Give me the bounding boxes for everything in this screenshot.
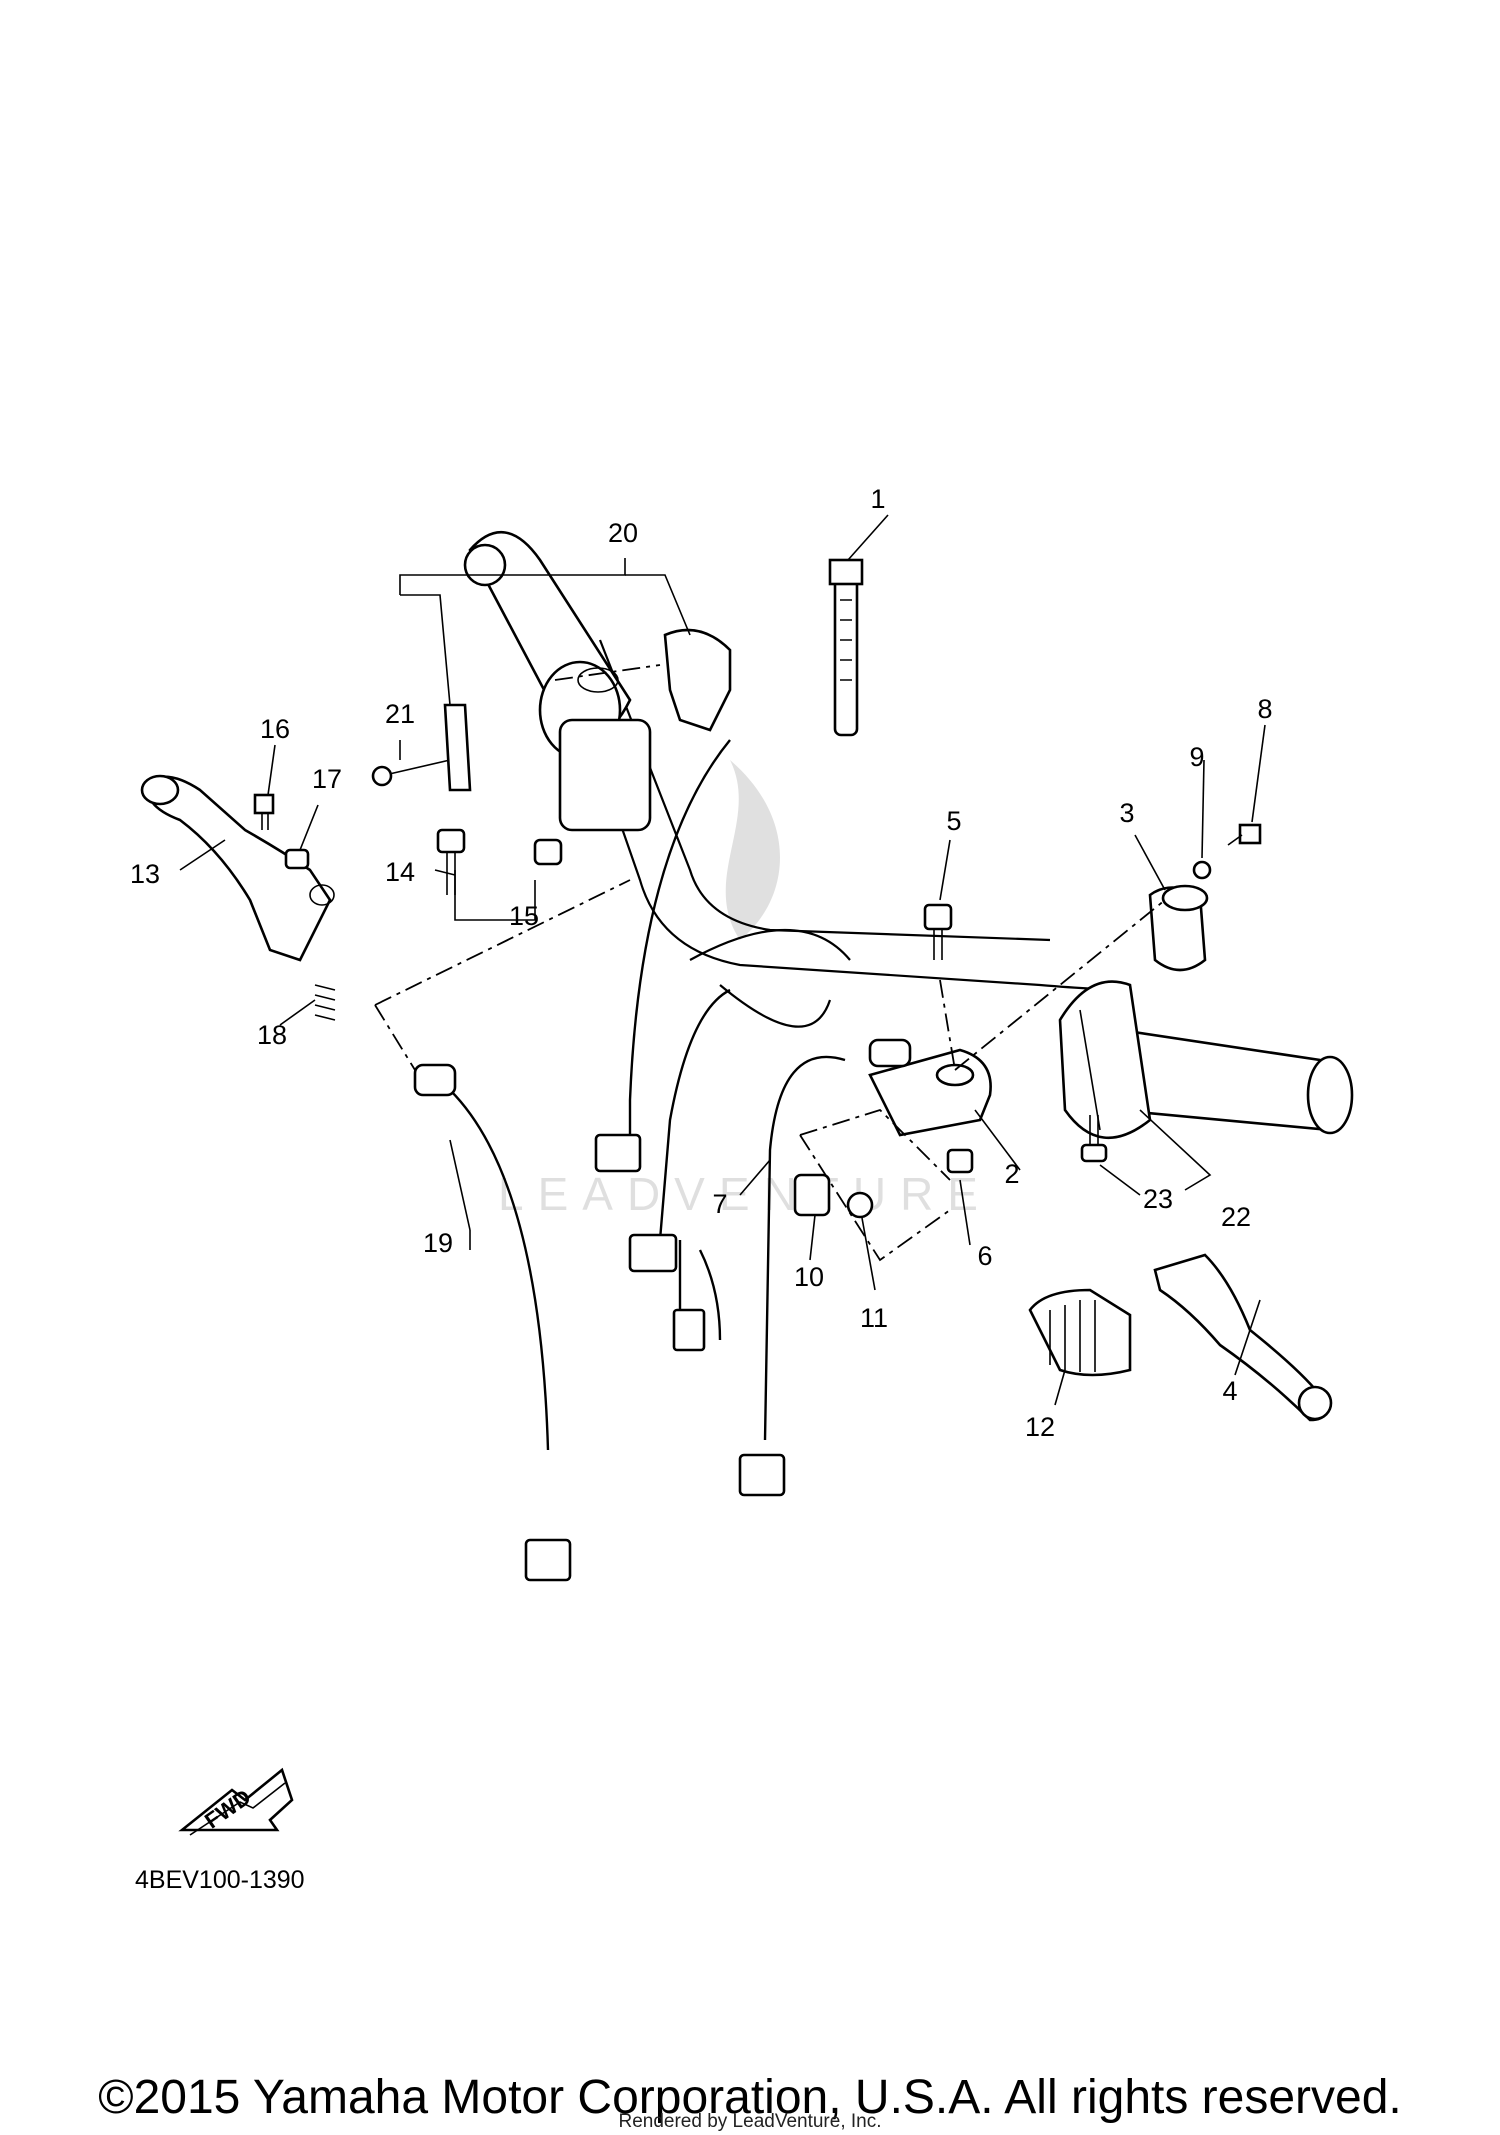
adjuster-boot bbox=[1028, 1288, 1132, 1377]
callout-13: 13 bbox=[130, 859, 160, 889]
copyright-notice: ©2015 Yamaha Motor Corporation, U.S.A. A… bbox=[98, 2071, 1402, 2124]
callout-4: 4 bbox=[1222, 1376, 1237, 1406]
leader-lines bbox=[179, 514, 1266, 1406]
clutch-lever bbox=[1153, 1253, 1333, 1422]
callout-3: 3 bbox=[1119, 798, 1134, 828]
left-lever bbox=[140, 774, 335, 962]
callout-16: 16 bbox=[260, 714, 290, 744]
watermark-text: LEADVENTURE bbox=[498, 1168, 992, 1220]
callout-14: 14 bbox=[385, 857, 415, 887]
callout-10: 10 bbox=[794, 1262, 824, 1292]
callout-20: 20 bbox=[608, 518, 638, 548]
fasteners bbox=[253, 628, 1262, 1219]
callout-21: 21 bbox=[385, 699, 415, 729]
callout-12: 12 bbox=[1025, 1412, 1055, 1442]
lever-bracket bbox=[868, 1048, 992, 1137]
callout-22: 22 bbox=[1221, 1202, 1251, 1232]
callout-9: 9 bbox=[1189, 742, 1204, 772]
callout-17: 17 bbox=[312, 764, 342, 794]
wiring bbox=[413, 739, 912, 1582]
callout-6: 6 bbox=[977, 1241, 992, 1271]
callout-11: 11 bbox=[860, 1303, 888, 1333]
lever-holder bbox=[1148, 884, 1209, 972]
callout-2: 2 bbox=[1004, 1159, 1019, 1189]
callout-1: 1 bbox=[870, 484, 885, 514]
forward-arrow: FWD bbox=[178, 1767, 294, 1836]
callout-labels: 1 2 3 4 5 6 7 8 9 10 11 12 13 14 15 16 1… bbox=[130, 484, 1273, 1442]
callout-7: 7 bbox=[712, 1189, 727, 1219]
left-grip bbox=[463, 531, 652, 832]
callout-5: 5 bbox=[946, 806, 961, 836]
right-grip bbox=[1058, 980, 1354, 1140]
callout-23: 23 bbox=[1143, 1184, 1173, 1214]
callout-15: 15 bbox=[509, 901, 539, 931]
callout-19: 19 bbox=[423, 1228, 453, 1258]
rendered-by-note: Rendered by LeadVenture, Inc. bbox=[618, 2111, 882, 2132]
callout-18: 18 bbox=[257, 1020, 287, 1050]
cable-tie bbox=[828, 558, 864, 737]
part-code: 4BEV100-1390 bbox=[135, 1866, 305, 1894]
watermark: LEADVENTURE bbox=[498, 760, 992, 1220]
callout-8: 8 bbox=[1257, 694, 1272, 724]
